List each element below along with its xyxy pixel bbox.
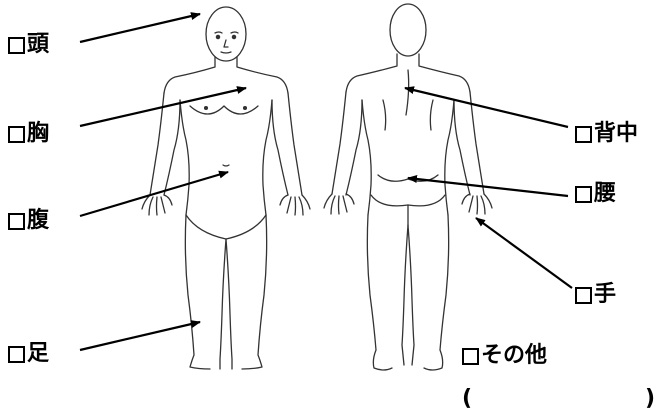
label-back-text: 背中 <box>594 123 638 145</box>
label-head[interactable]: 頭 <box>8 34 49 56</box>
label-foot-text: 足 <box>27 343 49 365</box>
checkbox-icon[interactable] <box>575 186 592 203</box>
label-hand-text: 手 <box>594 284 616 306</box>
arrow-abdomen <box>80 172 228 216</box>
checkbox-icon[interactable] <box>8 213 25 230</box>
arrow-waist <box>408 178 568 196</box>
front-body-figure <box>142 7 310 369</box>
arrow-hand <box>476 218 572 288</box>
label-chest-text: 胸 <box>27 123 49 145</box>
label-waist-text: 腰 <box>594 183 616 205</box>
label-chest[interactable]: 胸 <box>8 123 49 145</box>
label-foot[interactable]: 足 <box>8 343 49 365</box>
label-other[interactable]: その他 <box>462 345 547 367</box>
checkbox-icon[interactable] <box>8 37 25 54</box>
label-back[interactable]: 背中 <box>575 123 638 145</box>
label-waist[interactable]: 腰 <box>575 183 616 205</box>
checkbox-icon[interactable] <box>462 348 479 365</box>
label-hand[interactable]: 手 <box>575 284 616 306</box>
checkbox-icon[interactable] <box>575 126 592 143</box>
back-body-figure <box>324 4 492 370</box>
other-field-open: ( <box>462 386 472 411</box>
label-abdomen[interactable]: 腹 <box>8 210 49 232</box>
arrow-foot <box>80 322 200 350</box>
other-field-close: ) <box>645 386 655 411</box>
arrow-back <box>405 88 568 127</box>
checkbox-icon[interactable] <box>8 346 25 363</box>
checkbox-icon[interactable] <box>8 126 25 143</box>
arrow-chest <box>80 88 246 126</box>
label-other-text: その他 <box>481 345 547 367</box>
label-abdomen-text: 腹 <box>27 210 49 232</box>
checkbox-icon[interactable] <box>575 287 592 304</box>
arrow-head <box>80 14 200 42</box>
arrows <box>80 14 572 350</box>
label-head-text: 頭 <box>27 34 49 56</box>
